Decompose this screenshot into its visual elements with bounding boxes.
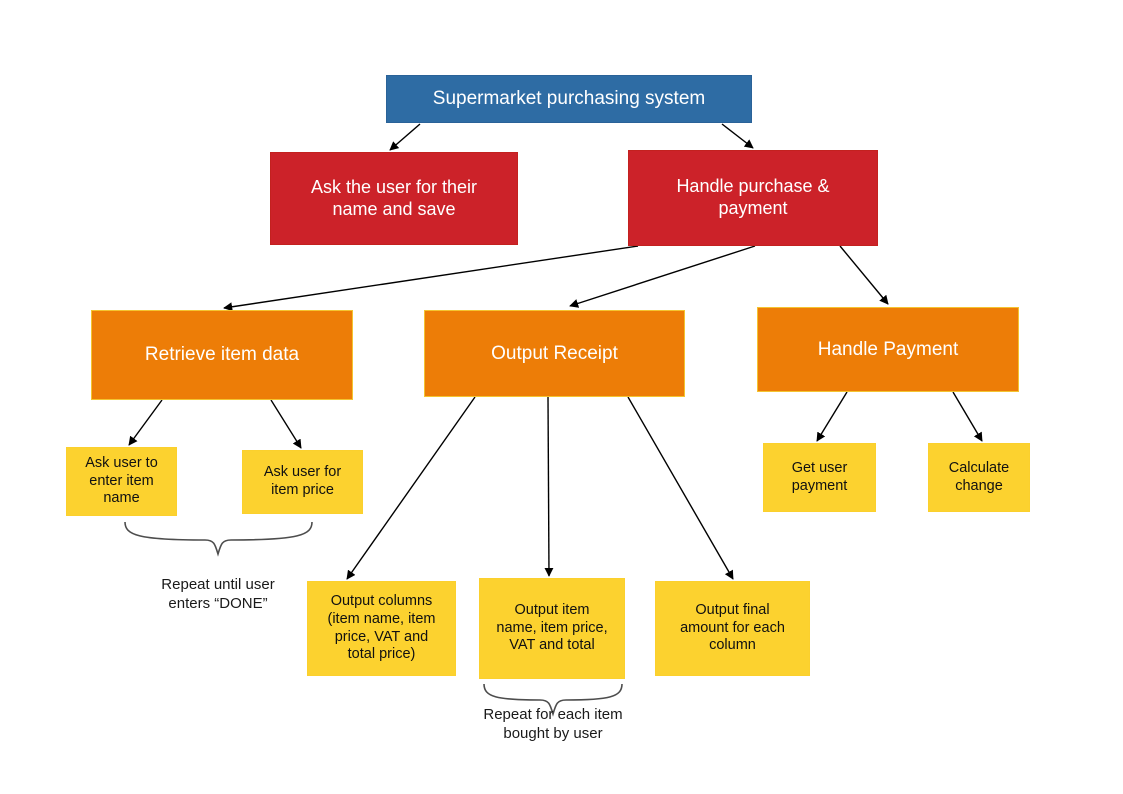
node-handle-purchase[interactable]: Handle purchase & payment	[628, 150, 878, 246]
node-ask-item-name[interactable]: Ask user to enter item name	[66, 447, 177, 516]
brace-retrieve-loop	[124, 521, 313, 557]
node-ask-name[interactable]: Ask the user for their name and save	[270, 152, 518, 245]
edge-handle-payment-to-get-user-payment	[816, 391, 848, 442]
edge-retrieve-item-data-to-ask-item-price	[270, 399, 302, 449]
annotation-repeat-each-item: Repeat for each item bought by user	[483, 706, 623, 742]
edge-retrieve-item-data-to-ask-item-name	[128, 399, 163, 446]
node-ask-item-price[interactable]: Ask user for item price	[242, 450, 363, 514]
node-retrieve-item-data[interactable]: Retrieve item data	[91, 310, 353, 400]
edge-output-receipt-to-output-final-amount	[627, 396, 734, 580]
edge-output-receipt-to-output-item-line	[544, 396, 554, 577]
edge-output-receipt-to-output-columns	[346, 396, 476, 580]
node-output-item-line[interactable]: Output item name, item price, VAT and to…	[479, 578, 625, 679]
node-root[interactable]: Supermarket purchasing system	[386, 75, 752, 123]
node-output-final-amount[interactable]: Output final amount for each column	[655, 581, 810, 676]
edge-root-to-handle-purchase	[721, 123, 754, 149]
edge-handle-purchase-to-retrieve-item-data	[223, 245, 639, 312]
node-output-receipt[interactable]: Output Receipt	[424, 310, 685, 397]
node-output-columns[interactable]: Output columns (item name, item price, V…	[307, 581, 456, 676]
edge-handle-payment-to-calculate-change	[952, 391, 983, 442]
node-handle-payment[interactable]: Handle Payment	[757, 307, 1019, 392]
node-get-user-payment[interactable]: Get user payment	[763, 443, 876, 512]
node-calculate-change[interactable]: Calculate change	[928, 443, 1030, 512]
edge-root-to-ask-name	[389, 123, 421, 151]
edge-handle-purchase-to-output-receipt	[569, 245, 756, 308]
annotation-repeat-until-done: Repeat until user enters “DONE”	[161, 576, 275, 612]
edge-handle-purchase-to-handle-payment	[839, 245, 889, 305]
